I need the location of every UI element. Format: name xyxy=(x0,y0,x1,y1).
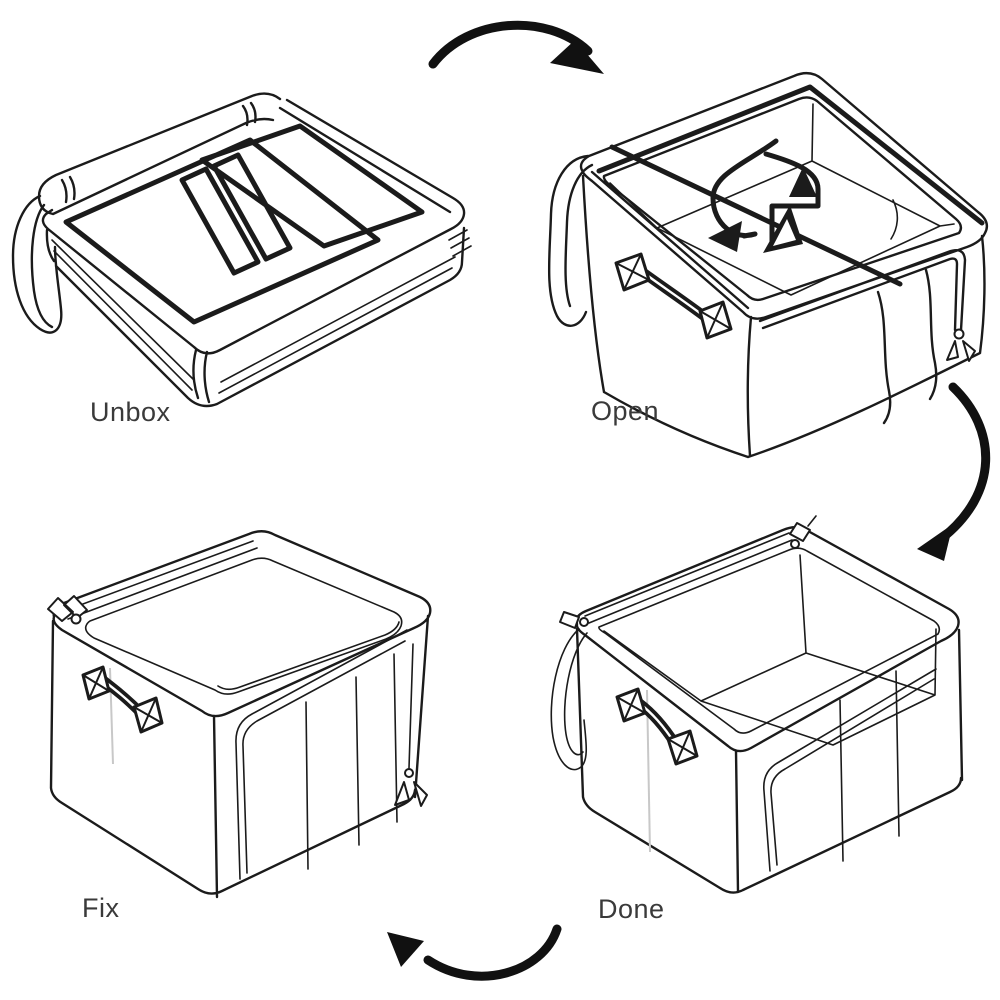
step-label-done: Done xyxy=(598,894,665,924)
closed-box-outline xyxy=(49,530,432,899)
open-top-box-details xyxy=(550,532,941,872)
closed-box-details xyxy=(63,540,414,880)
open-illustration xyxy=(547,71,989,459)
zipper-tabs xyxy=(946,340,976,362)
zipper-slider xyxy=(579,617,589,627)
zipper-tab xyxy=(559,611,580,629)
open-top-box-outline xyxy=(575,526,964,894)
zipper-stop-left-corner xyxy=(559,611,589,629)
zipper-tab-tip xyxy=(807,515,817,527)
side-handle xyxy=(614,252,733,340)
handle-end-stitch-x xyxy=(82,666,163,733)
zipper-slider xyxy=(70,613,82,625)
zipper-slider xyxy=(953,328,965,340)
zipper-pull-top-left xyxy=(47,595,88,625)
step-label-unbox: Unbox xyxy=(90,397,171,427)
folded-box-seams xyxy=(51,229,472,394)
unfold-arrow-big-highlight xyxy=(773,219,796,246)
fix-illustration xyxy=(47,530,432,899)
handle-end-stitch-x xyxy=(615,253,732,339)
step-label-fix: Fix xyxy=(82,893,120,923)
unbox-illustration xyxy=(11,92,472,408)
arrow-curve xyxy=(428,20,593,69)
zipper-tab xyxy=(789,522,811,542)
arrow-curve xyxy=(423,924,562,981)
unfold-arrow-up-icon xyxy=(789,167,817,197)
side-handle xyxy=(81,665,164,734)
arrow-head xyxy=(550,40,604,74)
step-label-open: Open xyxy=(591,396,660,426)
arrow-head xyxy=(917,524,953,561)
folded-wire-panels xyxy=(63,123,425,325)
zipper-slider xyxy=(404,768,414,778)
open-box-outline xyxy=(547,71,989,459)
steel-wire-frame xyxy=(596,84,985,287)
arrow-unbox-to-open-icon xyxy=(428,20,604,74)
done-illustration xyxy=(550,515,964,894)
open-box-interior xyxy=(609,103,955,296)
zipper-tabs xyxy=(394,781,428,807)
folded-box-outline xyxy=(11,92,466,408)
arrow-open-to-done-icon xyxy=(917,382,991,561)
zipper-pull xyxy=(946,328,976,362)
handle-strap-stitch xyxy=(639,269,710,321)
side-handle xyxy=(615,687,699,766)
handle-end-stitch-x xyxy=(616,688,698,765)
arrow-curve xyxy=(936,382,991,544)
zipper-pull-back-corner xyxy=(789,515,817,549)
unfold-arrow-left-icon xyxy=(708,221,742,252)
zipper-pull-right xyxy=(394,768,428,807)
arrow-done-to-fix-icon xyxy=(387,924,562,981)
zipper-slider xyxy=(790,539,800,549)
arrow-head xyxy=(387,932,424,967)
